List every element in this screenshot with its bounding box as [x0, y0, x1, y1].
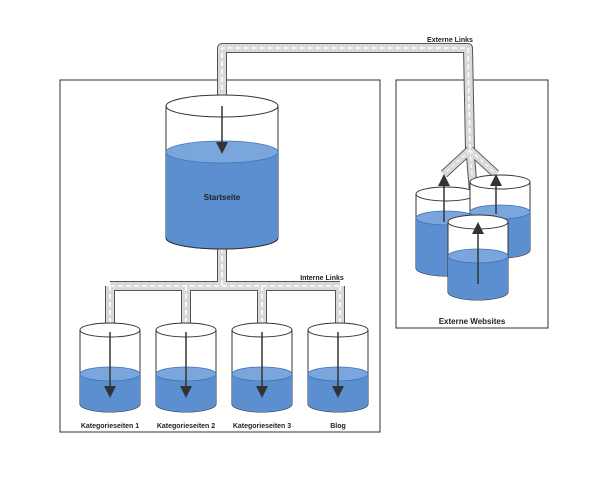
category-1-jar: [79, 322, 141, 413]
homepage-jar: [165, 94, 279, 250]
homepage-label: Startseite: [204, 193, 241, 202]
internal-links-label: Interne Links: [300, 275, 344, 282]
external-links-label: Externe Links: [427, 37, 473, 44]
blog-label: Blog: [330, 423, 346, 430]
category-2-jar: [155, 322, 217, 413]
category-3-label: Kategorieseiten 3: [233, 423, 291, 430]
internal-link-pipes: [105, 248, 345, 336]
blog-jar: [307, 322, 369, 413]
category-2-label: Kategorieseiten 2: [157, 423, 215, 430]
external-websites-label: Externe Websites: [439, 317, 506, 326]
category-1-label: Kategorieseiten 1: [81, 423, 139, 430]
external-website-jar-front: [447, 214, 509, 301]
category-3-jar: [231, 322, 293, 413]
